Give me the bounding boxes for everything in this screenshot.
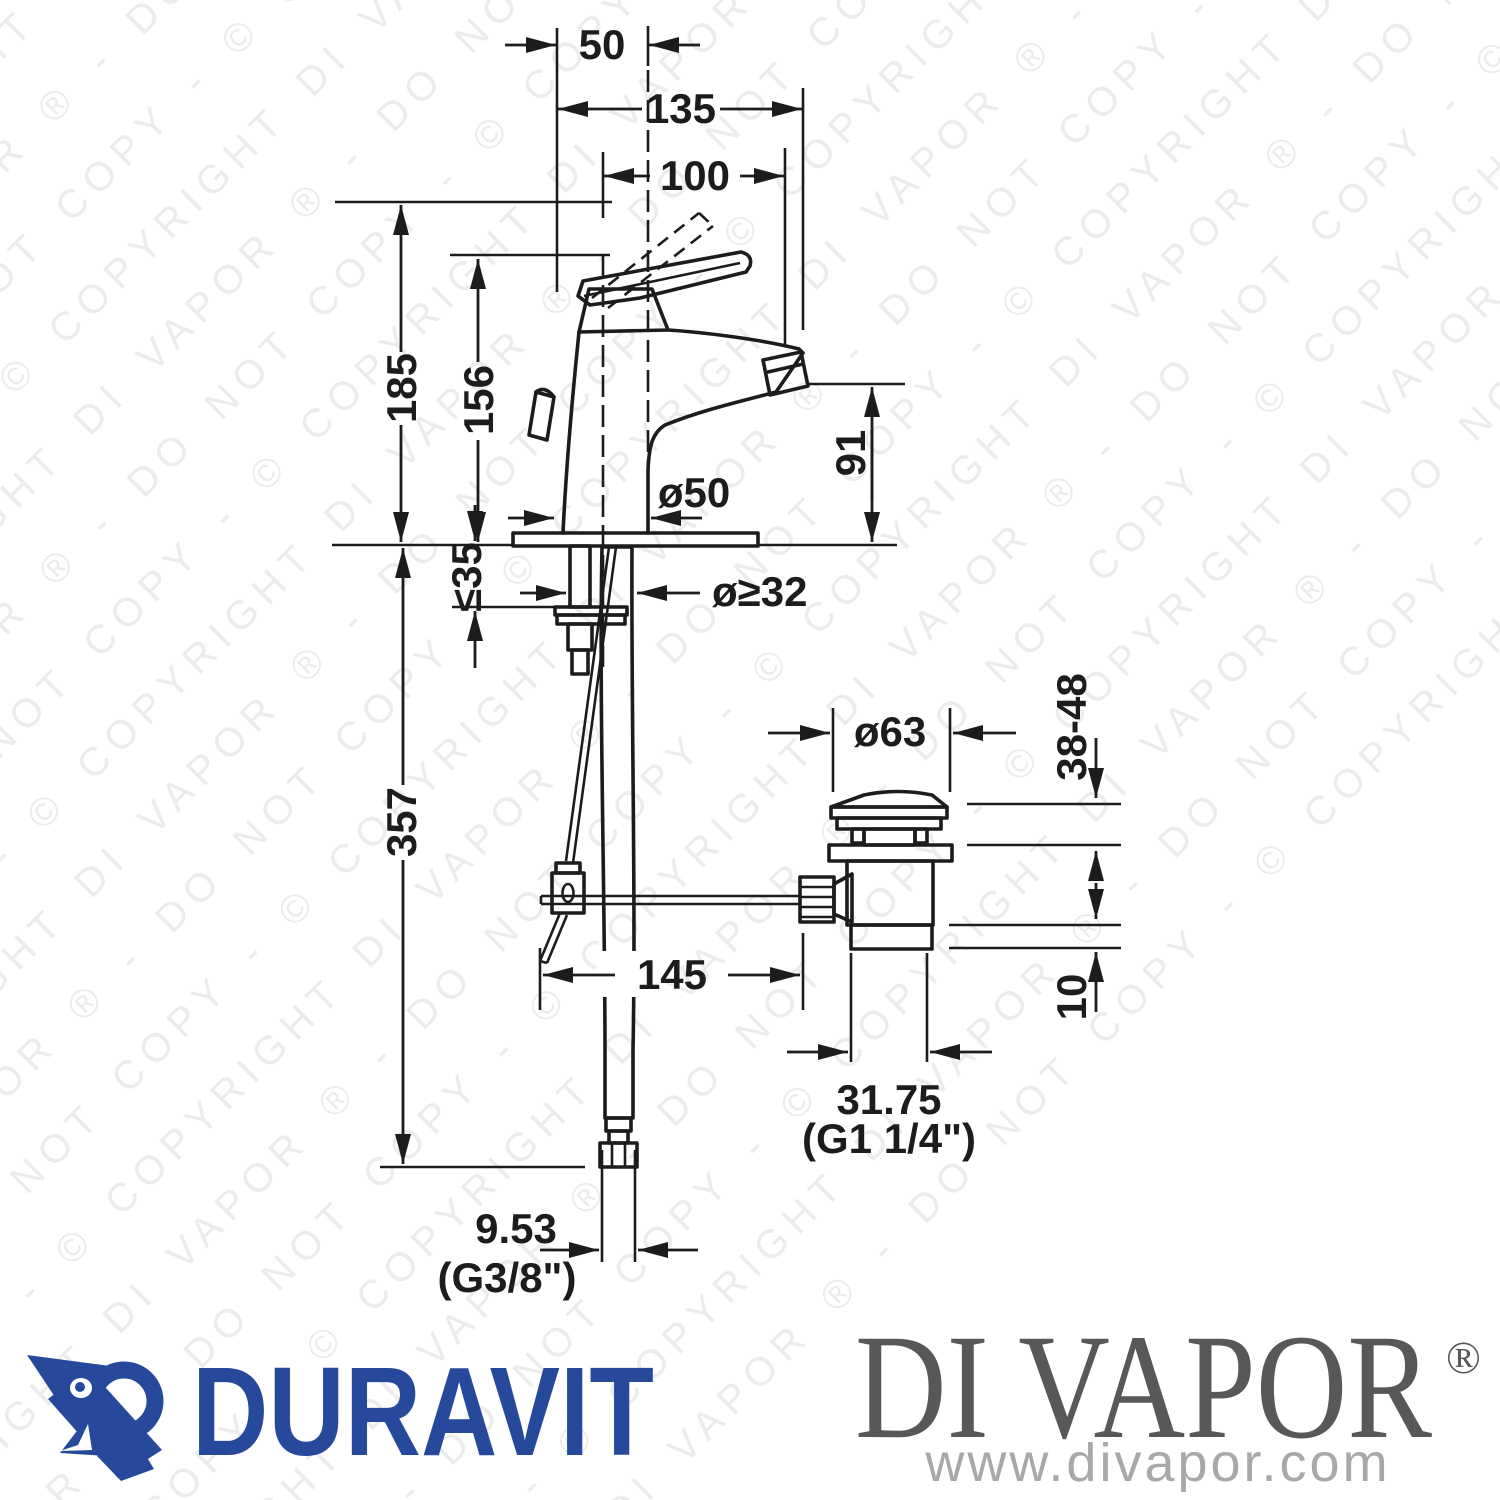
- lever-handle-raised: [591, 211, 714, 310]
- reference-lines: [332, 26, 1121, 1262]
- waste-neck: [862, 827, 917, 847]
- spout-aerator: [761, 350, 810, 397]
- waste-thread: [849, 923, 934, 951]
- dim-185-label: 185: [378, 353, 425, 423]
- duravit-logo: DURAVIT: [27, 1341, 654, 1482]
- ball-joint-knurl: [800, 885, 834, 919]
- hose-nut-facets: [610, 1143, 627, 1167]
- supply-hose: [599, 545, 636, 1120]
- dim-3175-label: 31.75: [836, 1076, 941, 1123]
- divapor-wordmark: DI VAPOR: [855, 1304, 1432, 1470]
- tailpiece: [568, 544, 592, 609]
- waste-drawing: [798, 789, 954, 951]
- dim-135-label: 135: [646, 85, 716, 132]
- rod-clamp-slot: [561, 882, 575, 904]
- dim-dia32-label: ø≥32: [712, 568, 807, 615]
- rod-clamp: [550, 871, 586, 915]
- registered-mark-icon: ®: [1446, 1332, 1481, 1383]
- hose-collar: [604, 1116, 633, 1133]
- faucet-body-spout: [646, 328, 805, 535]
- dim-3175-thread-label: (G1 1/4"): [802, 1115, 976, 1162]
- divapor-logo: DI VAPOR ® www.divapor.com: [855, 1304, 1481, 1493]
- dim-le35-label: ≤35: [443, 542, 490, 612]
- duravit-bird-icon: [27, 1355, 164, 1481]
- dim-145-label: 145: [637, 951, 707, 998]
- backnut-2: [570, 648, 590, 676]
- ball-joint-cone: [832, 872, 854, 924]
- dim-dia63-label: ø63: [854, 708, 926, 755]
- popup-knob: [527, 387, 556, 442]
- linkage-rod: [539, 894, 800, 906]
- dim-953-thread-label: (G3/8"): [438, 1254, 577, 1301]
- dim-3848-label: 38-48: [1048, 673, 1095, 780]
- ball-joint-nut: [798, 875, 836, 924]
- lever-handle: [576, 250, 753, 307]
- dim-dia50-label: ø50: [658, 469, 730, 516]
- dim-357-label: 357: [378, 787, 425, 857]
- dim-100-label: 100: [660, 152, 730, 199]
- dimension-annotations: 50 135 100 185 156 91 ø50: [378, 21, 1104, 1301]
- lever-handle-edge: [583, 261, 741, 298]
- dim-953-label: 9.53: [475, 1205, 557, 1252]
- waste-flange: [827, 843, 954, 863]
- faucet-drawing: [511, 211, 810, 1169]
- backnut-1: [566, 622, 594, 652]
- duravit-wordmark: DURAVIT: [192, 1341, 654, 1482]
- divapor-url: www.divapor.com: [924, 1433, 1390, 1493]
- waste-cap-dome: [829, 789, 949, 809]
- ref-waste-levels: [949, 802, 1121, 950]
- faucet-body-left: [561, 330, 581, 535]
- ext-cap-diameter: [831, 708, 952, 792]
- dim-156-label: 156: [455, 365, 502, 435]
- ext-hose-thread: [600, 1150, 637, 1262]
- dim-50-label: 50: [579, 21, 626, 68]
- dim-91-label: 91: [827, 430, 874, 477]
- ext-rod-reach: [538, 933, 805, 1010]
- dim-10-label: 10: [1048, 974, 1095, 1021]
- ext-waste-thread: [849, 953, 929, 1062]
- waste-body: [845, 859, 935, 927]
- hose-nut: [598, 1141, 639, 1169]
- base-washer: [511, 531, 760, 548]
- popup-rod-lower: [538, 912, 569, 965]
